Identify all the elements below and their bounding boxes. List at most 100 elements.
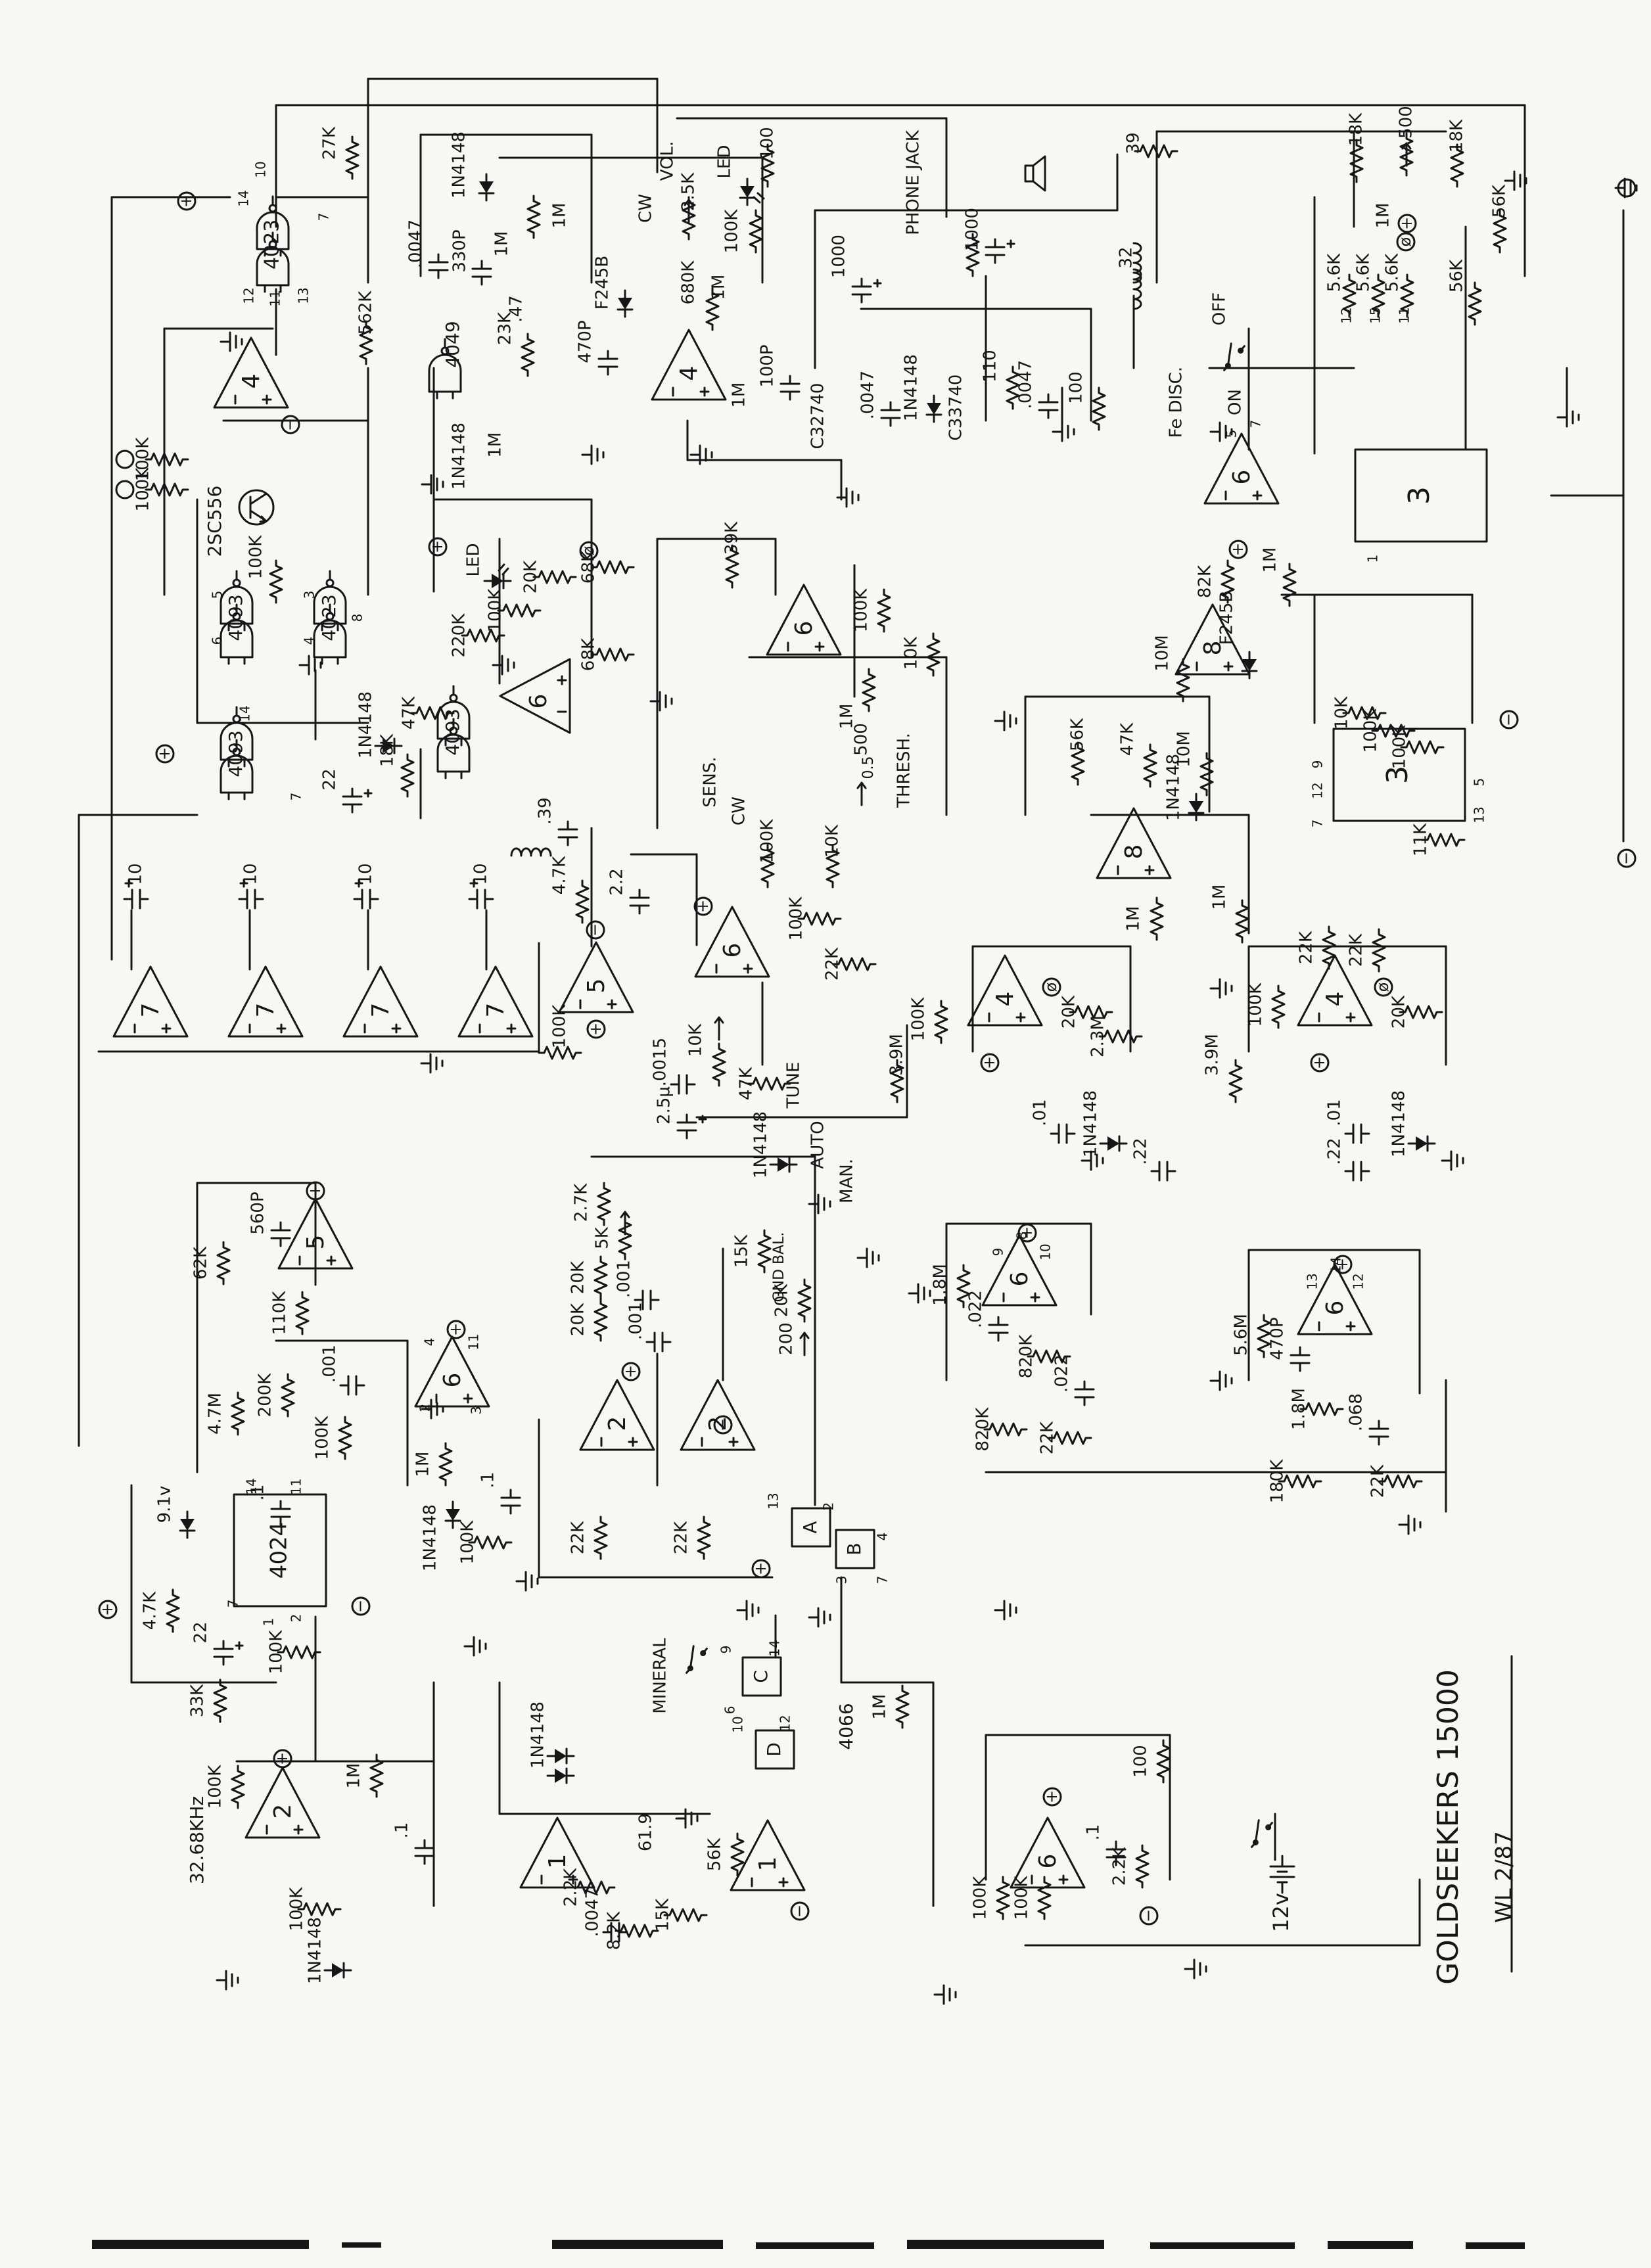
resistor-symbol [1468, 281, 1482, 326]
component-label: 8 [1014, 1232, 1030, 1240]
component-label: 1 [1365, 555, 1381, 563]
component-label: 100K [758, 819, 778, 864]
component-label: 3 [834, 1576, 850, 1585]
terminal-label: + [1042, 1790, 1061, 1803]
opamp-label: 6 [1006, 1272, 1033, 1287]
scan-artifact-bar [1150, 2242, 1295, 2249]
component-label: 4093 [442, 708, 463, 755]
component-label: 11 [289, 1478, 304, 1494]
component-label: 20K [772, 1284, 792, 1317]
terminal-label: ø [1374, 983, 1392, 992]
opamp-symbol [730, 1819, 806, 1891]
diode-symbol [1099, 1135, 1128, 1152]
component-label: 20K [569, 1303, 588, 1336]
terminal-label: + [98, 1603, 116, 1616]
polarized-capacitor-symbol [985, 238, 1015, 264]
resistor-symbol [400, 753, 415, 798]
component-label: 820K [973, 1407, 993, 1452]
resistor-symbol [1372, 928, 1386, 973]
component-label: 100K [287, 1887, 307, 1932]
component-label: .001 [320, 1345, 340, 1383]
ground-symbol [581, 444, 605, 465]
component-label: 100K [909, 997, 929, 1042]
opamp-symbol [766, 584, 842, 656]
component-label: 15K [732, 1234, 752, 1268]
terminal-label: + [751, 1562, 770, 1575]
opamp-label: 4 [1322, 992, 1349, 1007]
switch-symbol [1242, 1814, 1275, 1849]
opamp-label: 6 [1035, 1854, 1061, 1869]
component-label: 6 [210, 637, 225, 645]
component-label: MAN. [837, 1159, 857, 1203]
component-label: F245B [593, 256, 613, 310]
component-label: 14 [244, 1478, 260, 1494]
component-label: 1 [261, 1618, 277, 1627]
component-label: 1N4148 [528, 1701, 548, 1769]
component-label: 22K [1368, 1464, 1388, 1498]
terminal-label: + [155, 747, 174, 760]
component-label: 9 [718, 1646, 734, 1654]
terminal-label: + [621, 1365, 639, 1378]
terminal-label: − [713, 1418, 732, 1431]
component-label: 56K [1068, 718, 1088, 751]
component-label: 3.9M [1203, 1034, 1222, 1076]
component-label: 1M [1124, 906, 1144, 932]
component-label: 12v [1268, 1893, 1293, 1932]
terminal-label: ø [1396, 237, 1414, 247]
ground-symbol [994, 1600, 1017, 1621]
diode-symbol [478, 173, 495, 202]
component-label: 62K [191, 1246, 211, 1280]
component-label: 1N4148 [450, 423, 469, 490]
resistor-symbol [1037, 1876, 1052, 1920]
capacitor-symbol [629, 889, 650, 915]
opamp-symbol [519, 1817, 595, 1889]
component-label: 7 [875, 1576, 891, 1585]
component-label: 15 [1368, 307, 1384, 323]
ground-symbol [994, 710, 1017, 731]
ic-box [741, 1656, 782, 1697]
component-label: 8 [350, 614, 365, 622]
component-label: 7 [1248, 420, 1264, 428]
component-label: 560P [248, 1192, 268, 1234]
component-label: 22K [1347, 933, 1366, 967]
capacitor-symbol [428, 253, 449, 279]
component-label: SENS. [701, 756, 720, 807]
led-symbol [739, 177, 765, 206]
component-label: 1N4148 [1081, 1090, 1101, 1157]
resistor-symbol [269, 559, 283, 604]
component-label: 14 [767, 1640, 783, 1656]
wiper-arrow-symbol [799, 1331, 810, 1356]
component-label: 7 [1310, 820, 1326, 828]
component-label: 4 [302, 637, 317, 645]
component-label: 1M [486, 432, 505, 458]
opamp-symbol [651, 329, 727, 401]
component-label: 470P [576, 320, 595, 363]
opamp-label: 6 [1322, 1301, 1349, 1316]
terminal-symbol [115, 480, 135, 499]
ic-box [835, 1529, 875, 1569]
component-label: 180K [1268, 1459, 1288, 1504]
terminal-label: + [586, 1023, 605, 1036]
speaker-symbol [1024, 155, 1046, 192]
component-label: 1N4148 [751, 1111, 771, 1178]
diode-symbol [546, 1767, 575, 1784]
component-label: 1M [344, 1763, 364, 1789]
opamp-label: 2 [604, 1416, 631, 1431]
component-label: 9 [990, 1248, 1006, 1257]
component-label: 9.1v [155, 1486, 175, 1523]
component-label: 1M [1210, 885, 1230, 910]
component-label: 100K [1390, 725, 1410, 770]
ground-symbol [649, 691, 673, 712]
component-label: 100K [852, 588, 872, 633]
component-label: OFF [1210, 292, 1230, 325]
component-label: 23K [496, 312, 515, 345]
component-label: 100K [971, 1876, 990, 1920]
capacitor-symbol [779, 375, 801, 401]
scan-artifact-bar [907, 2240, 1104, 2249]
wiper-arrow-symbol [1401, 142, 1412, 167]
terminal-label: + [1397, 217, 1416, 230]
scan-artifacts-layer [92, 2240, 1525, 2249]
resistor-symbol [712, 1042, 726, 1087]
resistor-symbol [1135, 1844, 1150, 1889]
